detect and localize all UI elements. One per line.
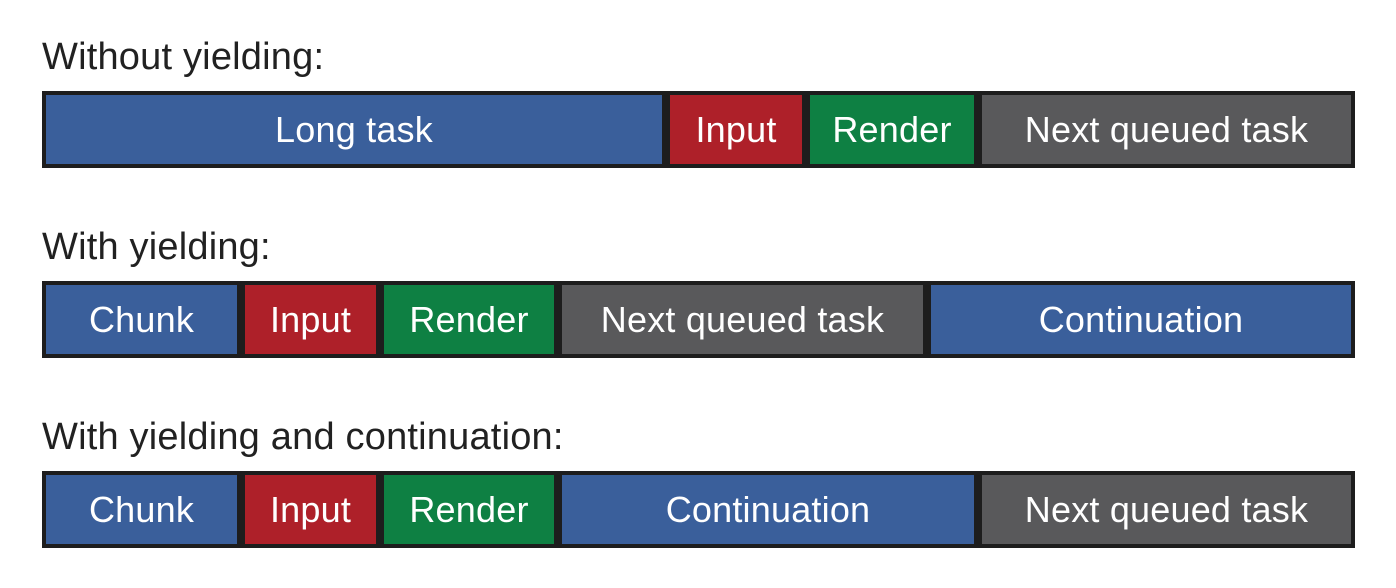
task-segment-input: Input [241, 281, 380, 358]
diagram-section: With yielding: Chunk Input Render Next queu… [42, 226, 1396, 358]
task-segment-label: Chunk [88, 298, 195, 340]
task-segment-label: Chunk [88, 488, 195, 530]
task-segment-input: Input [666, 91, 806, 168]
section-heading: With yielding and continuation: [42, 416, 564, 458]
task-segment-continuation: Continuation [927, 281, 1355, 358]
task-segment-label: Render [409, 298, 529, 340]
task-segment-label: Input [269, 488, 352, 530]
task-bar: Chunk Input Render Continuation Next queued … [42, 471, 1355, 548]
section-heading: Without yielding: [42, 36, 325, 78]
task-segment-label: Long task [275, 108, 433, 150]
task-segment-label: Input [695, 108, 777, 150]
task-segment-input: Input [241, 471, 380, 548]
diagram-section: Without yielding: Long task Input Render Ne… [42, 36, 1396, 168]
task-segment-label: Input [269, 298, 352, 340]
task-segment-label: Continuation [665, 488, 871, 530]
task-segment-label: Continuation [1038, 298, 1244, 340]
task-segment-chunk: Chunk [42, 281, 241, 358]
diagram-section: With yielding and continuation: Chunk Inp… [42, 416, 1396, 548]
task-segment-next-queued-task: Next queued task [978, 91, 1355, 168]
task-segment-label: Next queued task [1024, 108, 1309, 150]
task-segment-continuation: Continuation [558, 471, 978, 548]
task-segment-render: Render [380, 471, 558, 548]
task-segment-chunk: Chunk [42, 471, 241, 548]
task-segment-label: Next queued task [600, 298, 885, 340]
task-segment-label: Render [832, 108, 952, 150]
section-heading: With yielding: [42, 226, 271, 268]
task-segment-label: Next queued task [1024, 488, 1309, 530]
task-segment-long-task: Long task [42, 91, 666, 168]
task-bar: Long task Input Render Next queued task [42, 91, 1355, 168]
task-segment-next-queued-task: Next queued task [558, 281, 927, 358]
task-segment-label: Render [409, 488, 529, 530]
task-segment-next-queued-task: Next queued task [978, 471, 1355, 548]
task-segment-render: Render [806, 91, 978, 168]
task-segment-render: Render [380, 281, 558, 358]
task-bar: Chunk Input Render Next queued task Continua… [42, 281, 1355, 358]
